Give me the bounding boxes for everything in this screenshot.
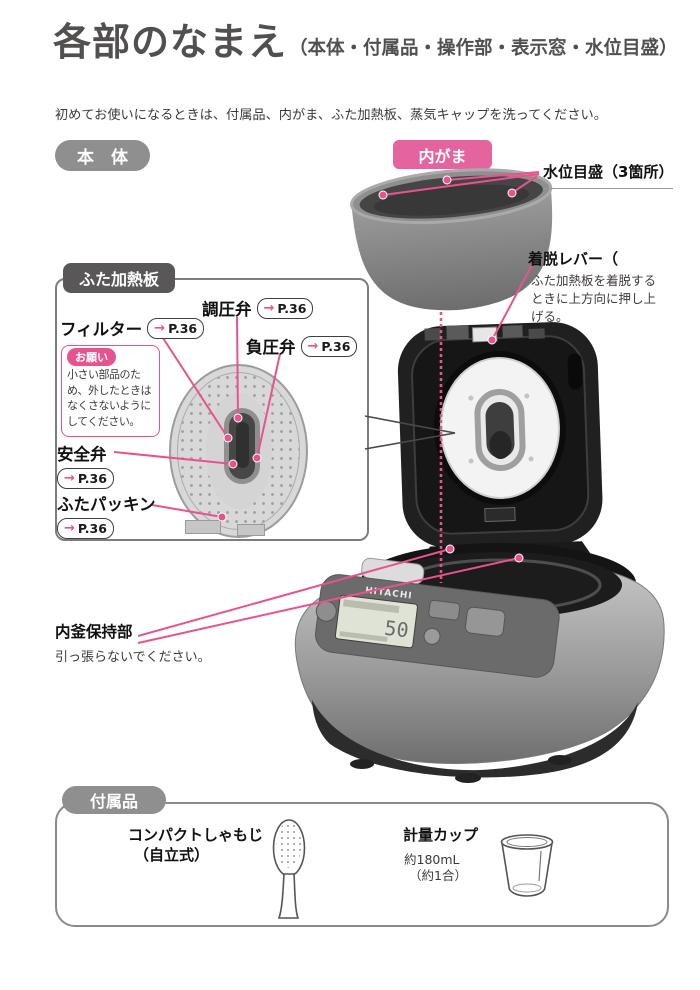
- section-badge-lid-plate: ふた加熱板: [63, 263, 175, 293]
- arrow-icon: →: [154, 320, 166, 336]
- arrow-icon: →: [263, 300, 275, 316]
- rice-paddle-name: コンパクトしゃもじ: [128, 826, 264, 844]
- inner-pot-illustration: [350, 168, 553, 311]
- intro-text: 初めてお使いになるときは、付属品、内がま、ふた加熱板、蒸気キャップを洗ってくださ…: [55, 108, 607, 123]
- section-badge-body: 本 体: [55, 140, 150, 171]
- open-lid-illustration: [397, 322, 603, 575]
- section-badge-accessories: 付属品: [62, 786, 166, 814]
- measuring-cup-capacity-sub: （約1合）: [409, 868, 467, 883]
- page-title-main: 各部のなまえ: [53, 20, 288, 64]
- cooker-body-illustration: HITACHI 50: [294, 543, 665, 783]
- page-title: 各部のなまえ （本体・付属品・操作部・表示窓・水位目盛）: [53, 20, 678, 64]
- pot-holder-note: 引っ張らないでください。: [55, 650, 211, 665]
- label-pressure-valve: 調圧弁 → P.36: [202, 296, 314, 320]
- measuring-cup-capacity: 約180mL: [404, 852, 460, 867]
- plate-tab: [185, 520, 221, 534]
- label-lid-packing: ふたパッキン → P.36: [57, 491, 156, 539]
- pot-holder-label: 内釜保持部: [55, 623, 133, 641]
- release-lever-desc: ふた加熱板を着脱するときに上方向に押し上げる。: [531, 273, 657, 324]
- caution-note-text: 小さい部品のため、外したときはなくさないようにしてください。: [67, 368, 152, 428]
- release-lever-label: 着脱レバー（: [528, 250, 619, 268]
- measuring-cup-name: 計量カップ: [403, 826, 479, 844]
- arrow-icon: →: [64, 521, 75, 536]
- page-title-subtitle: （本体・付属品・操作部・表示窓・水位目盛）: [289, 37, 678, 59]
- accessories-box: [55, 802, 669, 927]
- caution-note: お願い 小さい部品のため、外したときはなくさないようにしてください。: [61, 345, 160, 437]
- arrow-icon: →: [307, 338, 319, 354]
- measuring-cup-illustration: [500, 834, 554, 897]
- page-ref-safety-valve: → P.36: [57, 468, 114, 489]
- lcd-value: 50: [383, 616, 410, 643]
- label-safety-valve: 安全弁 → P.36: [57, 441, 114, 489]
- page-ref-negative-pressure-valve: → P.36: [300, 335, 358, 357]
- plate-tab: [237, 524, 265, 536]
- page-ref-lid-packing: → P.36: [57, 518, 114, 539]
- rice-paddle-illustration: [272, 819, 306, 919]
- page-ref-filter: → P.36: [147, 317, 205, 339]
- section-badge-inner-pot: 内がま: [393, 140, 492, 169]
- label-negative-pressure-valve: 負圧弁 → P.36: [246, 334, 358, 358]
- plate-valve-unit: [224, 408, 260, 484]
- water-level-label: 水位目盛（3箇所）: [543, 161, 674, 189]
- rice-paddle-sub: （自立式）: [134, 846, 210, 864]
- caution-note-title: お願い: [67, 348, 116, 366]
- page-ref-pressure-valve: → P.36: [256, 297, 314, 319]
- label-filter: フィルター → P.36: [60, 316, 205, 340]
- arrow-icon: →: [64, 471, 75, 486]
- lid-plate-illustration: [169, 364, 308, 538]
